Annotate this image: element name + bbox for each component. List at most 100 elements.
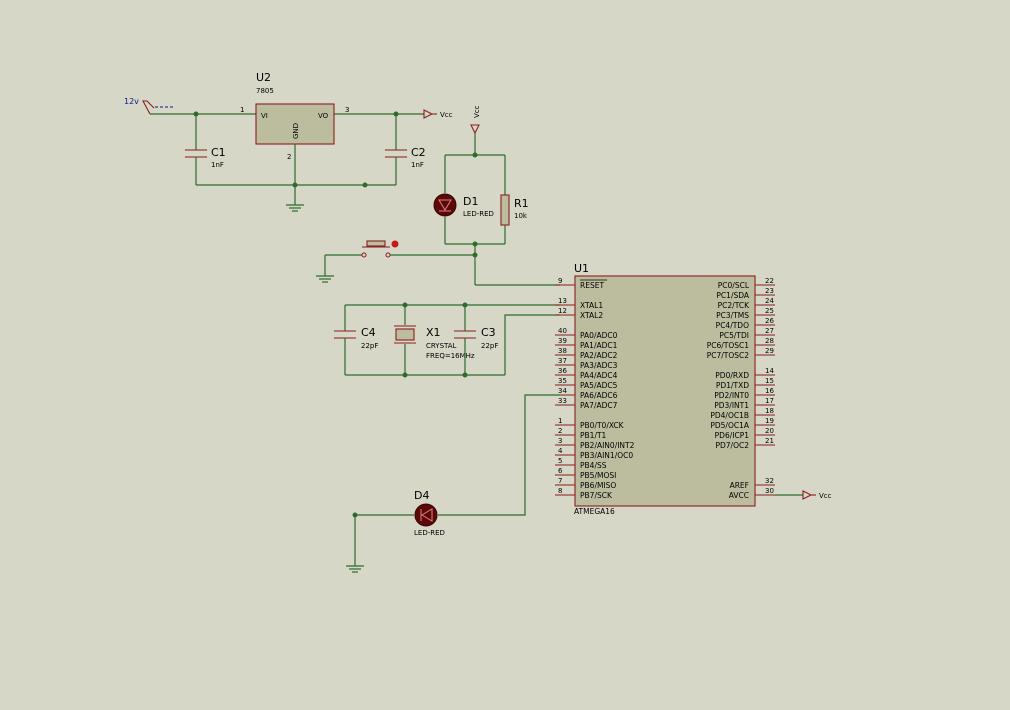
u1-ref: U1 bbox=[574, 262, 589, 275]
u1-pin-name: PC0/SCL bbox=[718, 281, 750, 290]
u1-pin-number: 14 bbox=[765, 367, 774, 375]
c2-ref: C2 bbox=[411, 146, 426, 159]
u1-pin-name: PA3/ADC3 bbox=[580, 361, 618, 370]
resistor-r1[interactable]: R1 10k bbox=[500, 155, 529, 244]
u1-pin-number: 39 bbox=[558, 337, 567, 345]
u1-pin-name: PD4/OC1B bbox=[710, 411, 749, 420]
u1-pin-number: 17 bbox=[765, 397, 774, 405]
c4-ref: C4 bbox=[361, 326, 376, 339]
c3-value: 22pF bbox=[481, 342, 498, 350]
u1-pin-name: PA4/ADC4 bbox=[580, 371, 618, 380]
u1-pin-number: 20 bbox=[765, 427, 774, 435]
d1-value: LED-RED bbox=[463, 210, 494, 218]
vcc-output-arrow bbox=[423, 109, 434, 119]
capacitor-c4[interactable]: C4 22pF bbox=[334, 305, 378, 375]
x1-body bbox=[395, 328, 415, 341]
u1-pin-name: PA7/ADC7 bbox=[580, 401, 618, 410]
u1-pin-name: PB2/AIN0/INT2 bbox=[580, 441, 635, 450]
u1-pin-number: 30 bbox=[765, 487, 774, 495]
u1-pin-name: PD3/INT1 bbox=[714, 401, 749, 410]
c1-value: 1nF bbox=[211, 161, 224, 169]
vcc-terminal-pullup[interactable]: Vcc bbox=[470, 105, 481, 135]
u1-pin-number: 25 bbox=[765, 307, 774, 315]
u1-pin-name: PC4/TDO bbox=[716, 321, 749, 330]
u2-body bbox=[255, 103, 335, 145]
u1-pin-name: XTAL2 bbox=[580, 311, 603, 320]
u1-pin-number: 27 bbox=[765, 327, 774, 335]
vcc-terminal-avcc[interactable]: Vcc bbox=[802, 490, 832, 500]
regulator-u2[interactable]: U2 7805 VI VO GND 1 3 2 bbox=[240, 71, 349, 161]
u1-pin-name: PD7/OC2 bbox=[715, 441, 749, 450]
vcc-terminal-output[interactable]: Vcc bbox=[423, 109, 453, 119]
u1-pin-number: 38 bbox=[558, 347, 567, 355]
c1-ref: C1 bbox=[211, 146, 226, 159]
u1-pin-name: PA6/ADC6 bbox=[580, 391, 618, 400]
u1-pin-name: PC6/TOSC1 bbox=[707, 341, 750, 350]
vcc-output-label: Vcc bbox=[440, 111, 453, 119]
u1-pin-name: PA1/ADC1 bbox=[580, 341, 618, 350]
wire bbox=[438, 394, 560, 516]
u1-pin-name: PC5/TDI bbox=[719, 331, 749, 340]
capacitor-c3[interactable]: C3 22pF bbox=[454, 305, 498, 375]
u1-pin-number: 2 bbox=[558, 427, 562, 435]
u1-pin-number: 16 bbox=[765, 387, 774, 395]
d4-ref: D4 bbox=[414, 489, 429, 502]
u2-pin2-num: 2 bbox=[287, 153, 291, 161]
u1-pin-name: PB5/MOSI bbox=[580, 471, 616, 480]
u1-pin-number: 35 bbox=[558, 377, 567, 385]
u1-pin-number: 34 bbox=[558, 387, 567, 395]
u1-pin-name: PD0/RXD bbox=[715, 371, 749, 380]
u1-pin-name: PD6/ICP1 bbox=[715, 431, 750, 440]
x1-ref: X1 bbox=[426, 326, 441, 339]
u1-pin-name: PB0/T0/XCK bbox=[580, 421, 625, 430]
u1-pin-number: 29 bbox=[765, 347, 774, 355]
c3-ref: C3 bbox=[481, 326, 496, 339]
button-indicator bbox=[391, 240, 399, 248]
u1-pin-number: 9 bbox=[558, 277, 562, 285]
u1-pin-name: PD2/INT0 bbox=[714, 391, 749, 400]
u1-pin-name: PC2/TCK bbox=[718, 301, 750, 310]
u1-pin-name: PD5/OC1A bbox=[710, 421, 750, 430]
u2-ref: U2 bbox=[256, 71, 271, 84]
c4-value: 22pF bbox=[361, 342, 378, 350]
input-terminal-12v[interactable]: 12v bbox=[124, 97, 174, 115]
u1-pin-name: PB7/SCK bbox=[580, 491, 613, 500]
u1-pin-name: PB6/MISO bbox=[580, 481, 616, 490]
u1-pin-name: XTAL1 bbox=[580, 301, 603, 310]
u1-pin-number: 4 bbox=[558, 447, 563, 455]
button-contact bbox=[385, 252, 391, 258]
u1-pin-number: 22 bbox=[765, 277, 774, 285]
d4-value: LED-RED bbox=[414, 529, 445, 537]
capacitor-c2[interactable]: C2 1nF bbox=[385, 114, 426, 185]
reset-button[interactable] bbox=[325, 240, 475, 258]
u2-pin-vi: VI bbox=[261, 112, 268, 120]
r1-ref: R1 bbox=[514, 197, 529, 210]
u1-body bbox=[574, 275, 756, 507]
u1-pin-name: PB3/AIN1/OC0 bbox=[580, 451, 633, 460]
wire bbox=[504, 314, 560, 375]
input-label: 12v bbox=[124, 97, 139, 106]
led-d1[interactable]: D1 LED-RED bbox=[433, 155, 494, 244]
u1-pin-name: PB4/SS bbox=[580, 461, 607, 470]
u1-pin-name: AVCC bbox=[729, 491, 749, 500]
u1-pin-number: 36 bbox=[558, 367, 567, 375]
vcc-pullup-arrow bbox=[470, 124, 480, 135]
crystal-x1[interactable]: X1 CRYSTAL FREQ=16MHz bbox=[394, 305, 475, 375]
led-d4[interactable]: D4 LED-RED bbox=[414, 489, 445, 537]
ground-symbol bbox=[286, 204, 304, 212]
u2-pin-vo: VO bbox=[318, 112, 329, 120]
u1-pin-number: 32 bbox=[765, 477, 774, 485]
u1-pin-number: 26 bbox=[765, 317, 774, 325]
capacitor-c1[interactable]: C1 1nF bbox=[185, 114, 226, 185]
d1-ref: D1 bbox=[463, 195, 478, 208]
ground-symbol bbox=[346, 565, 364, 573]
u1-pin-number: 5 bbox=[558, 457, 562, 465]
junction bbox=[292, 182, 298, 188]
junction bbox=[362, 182, 368, 188]
d4-triangle bbox=[421, 508, 433, 522]
u1-pin-number: 12 bbox=[558, 307, 567, 315]
button-contact bbox=[361, 252, 367, 258]
d1-body bbox=[433, 193, 457, 217]
